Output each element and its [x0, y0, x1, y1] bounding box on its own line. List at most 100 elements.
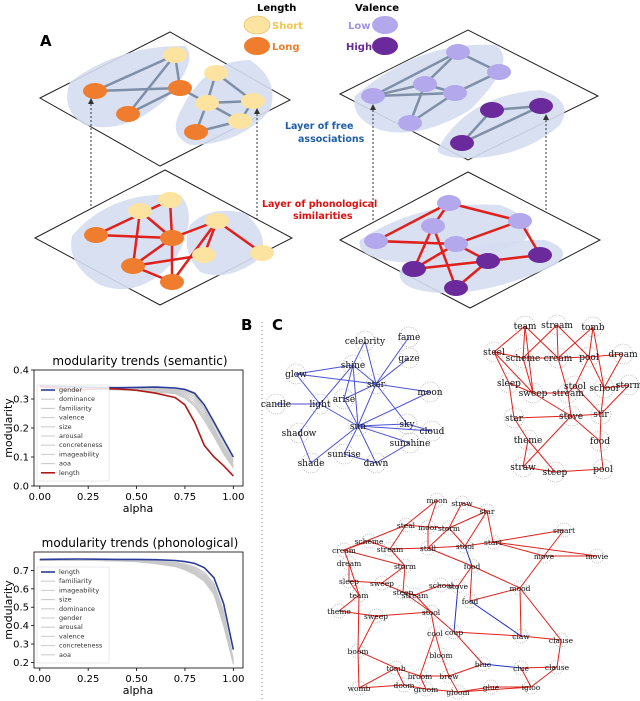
- chart1-legend-label: gender: [59, 386, 82, 394]
- multiplex-net-node: [429, 492, 445, 508]
- phonological-net-edge: [522, 439, 529, 468]
- phonological-net-edge: [600, 387, 605, 415]
- multiplex-net-word: food: [462, 597, 479, 606]
- multiplex-net-node: [407, 587, 423, 603]
- chart2-legend-label: size: [59, 596, 72, 604]
- chart2-xtick-label: 0.25: [77, 674, 99, 685]
- phonological-modularity-chart: modularity trends (phonological) 0.20.30…: [2, 536, 244, 697]
- multiplex-net-word: claw: [512, 632, 530, 641]
- phonological-layer-right: [338, 171, 602, 309]
- multiplex-net-node: [523, 679, 539, 695]
- semantic-net-node: [333, 443, 355, 465]
- multiplex-net-word: stall: [420, 544, 437, 553]
- multiplex-net-edge: [405, 524, 429, 528]
- multiplex-net-word: school: [429, 581, 454, 590]
- phonological-net-edge: [588, 353, 624, 358]
- multiplex-net-word: doom: [394, 681, 415, 690]
- multiplex-net-word: theme: [327, 607, 351, 616]
- semantic-net-node: [309, 393, 331, 415]
- multiplex-net-node: [441, 668, 457, 684]
- phonological-net-edge: [570, 413, 602, 417]
- multiplex-net-word: steal: [397, 521, 416, 530]
- chart1-legend-box: [36, 384, 110, 482]
- multiplex-net-edge: [348, 580, 360, 596]
- semantic-net-node: [365, 452, 387, 474]
- semantic-net-node: [285, 363, 307, 385]
- phonological-net-edge: [599, 440, 604, 470]
- phonological-net-edge: [599, 413, 602, 442]
- multiplex-net-edge: [440, 584, 459, 587]
- multiplex-net-word: star: [480, 507, 495, 516]
- multiplex-net-edge: [430, 611, 455, 633]
- multiplex-net-word: move: [534, 552, 555, 561]
- chart2-ylabel: modularity: [2, 580, 15, 640]
- multiplex-net-edge: [519, 555, 545, 589]
- free-association-layer-left: [38, 31, 292, 167]
- multiplex-net-edge: [338, 610, 377, 617]
- multiplex-net-node: [351, 680, 367, 696]
- multiplex-net-word: igloo: [522, 683, 541, 692]
- semantic-net-edge: [295, 373, 321, 405]
- multiplex-net-node: [382, 541, 398, 557]
- phonological-net-edge: [513, 417, 529, 441]
- multiplex-net-word: cream: [332, 546, 356, 555]
- multiplex-net-edge: [469, 600, 522, 637]
- phonological-net-word: pool: [579, 353, 599, 363]
- semantic-net-word: glow: [285, 370, 307, 380]
- multiplex-net-node: [397, 558, 413, 574]
- multiplex-net-edge: [464, 541, 494, 547]
- semantic-net-edge: [295, 373, 377, 385]
- legend-long-swatch: [244, 37, 270, 55]
- multiplex-net-node: [433, 577, 449, 593]
- semantic-net-node: [333, 388, 355, 410]
- semantic-net-node: [398, 326, 420, 348]
- multiplex-net-edge: [434, 632, 442, 656]
- semantic-net-edge: [375, 336, 410, 385]
- phonological-net-node: [612, 343, 634, 365]
- semantic-net-edge: [375, 357, 410, 385]
- multiplex-net-edge: [357, 615, 377, 652]
- semantic-net-node: [396, 413, 418, 435]
- semantic-net-edge: [375, 383, 431, 393]
- phonological-net-node: [582, 316, 604, 338]
- legend-long-label: Long: [272, 42, 300, 53]
- multiplex-net-edge: [357, 650, 360, 689]
- multiplex-net-node: [485, 534, 501, 550]
- semantic-net-edge: [343, 364, 354, 400]
- phonological-net-edge: [557, 357, 569, 394]
- phonological-net-node: [592, 458, 614, 480]
- chart1-ytick-label: 0.4: [13, 366, 29, 377]
- semantic-net-edge: [343, 383, 377, 400]
- phonological-net-node: [618, 374, 640, 396]
- semantic-net-edge: [364, 340, 377, 385]
- multiplex-net-edge: [343, 549, 406, 567]
- semantic-modularity-chart: modularity trends (semantic) 0.00.10.20.…: [2, 354, 244, 515]
- phonological-net-word: scheme: [506, 354, 541, 364]
- phonological-net-node: [578, 346, 600, 368]
- multiplex-net-word: clue: [513, 664, 529, 673]
- semantic-net-word: arise: [333, 395, 356, 405]
- phonological-net-word: steel: [483, 348, 505, 358]
- multiplex-net-word: smart: [553, 526, 575, 535]
- multiplex-net-edge: [471, 565, 521, 589]
- phon-layer-label-line2: similarities: [293, 211, 353, 222]
- semantic-net-word: celebrity: [345, 337, 386, 347]
- chart1-ytick-label: 0.3: [13, 395, 29, 406]
- phonological-net-edge: [557, 356, 590, 359]
- semantic-net-node: [398, 347, 420, 369]
- multiplex-net-word: clause: [545, 663, 570, 672]
- multiplex-net-node: [512, 580, 528, 596]
- multiplex-net-edge: [427, 499, 438, 528]
- multiplex-net-node: [427, 625, 443, 641]
- chart2-xtick-label: 0.00: [29, 674, 51, 685]
- phonological-net-edge: [493, 351, 510, 384]
- phonological-net-edge: [556, 324, 559, 359]
- semantic-net-edge: [357, 423, 408, 427]
- phonological-net-edge: [574, 385, 602, 415]
- multiplex-net-word: stool: [456, 542, 475, 551]
- multiplex-net-node: [441, 520, 457, 536]
- multiplex-net-word: stream: [377, 545, 403, 554]
- multiplex-net-node: [433, 647, 449, 663]
- multiplex-net-word: steep: [393, 588, 414, 597]
- multiplex-net-edge: [427, 545, 466, 549]
